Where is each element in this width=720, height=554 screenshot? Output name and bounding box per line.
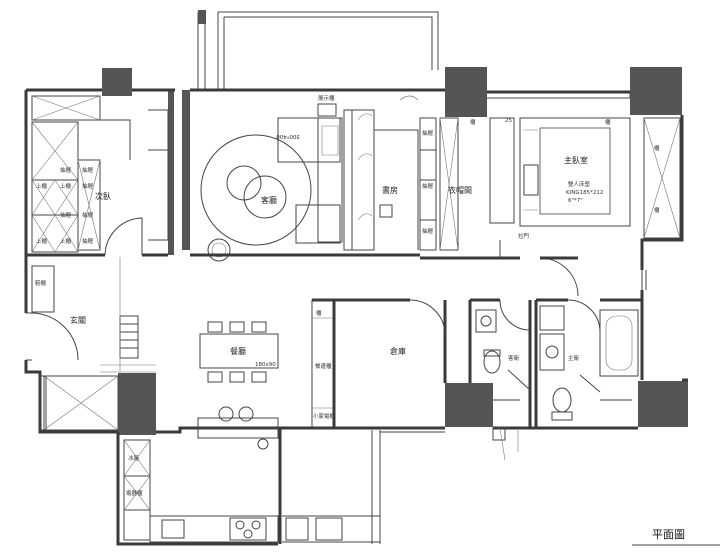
svg-text:上櫃: 上櫃 bbox=[36, 182, 48, 190]
svg-text:抽屜: 抽屜 bbox=[82, 182, 94, 190]
room-label-closet: 衣帽間 bbox=[448, 185, 472, 195]
bed-note-3: 6"*7" bbox=[568, 198, 583, 204]
entrance: 鞋櫃 玄關 bbox=[26, 265, 156, 431]
svg-text:櫃: 櫃 bbox=[654, 206, 660, 214]
dining-size-label: 180x90 bbox=[255, 362, 276, 368]
living-room: 300*400 客廳 展示櫃 bbox=[190, 94, 353, 262]
room-label-entrance: 玄關 bbox=[70, 315, 86, 325]
room-label-study: 書房 bbox=[382, 185, 398, 195]
kitchen: 冰箱 電器櫃 bbox=[123, 427, 519, 544]
svg-text:25: 25 bbox=[505, 118, 512, 124]
plan-title: 平面圖 bbox=[652, 528, 685, 541]
tv-size-label: 300*400 bbox=[276, 133, 300, 139]
dining-room: 餐廳 180x90 bbox=[197, 321, 279, 450]
svg-text:餐邊櫃: 餐邊櫃 bbox=[315, 362, 332, 370]
bed-note-1: 雙人床墊 bbox=[568, 180, 591, 188]
svg-text:拉門: 拉門 bbox=[518, 232, 530, 240]
structural-columns bbox=[102, 67, 688, 435]
svg-text:抽屜: 抽屜 bbox=[422, 182, 434, 190]
outer-walls bbox=[24, 88, 688, 546]
guest-bath: 客衛 bbox=[468, 298, 532, 441]
svg-text:鞋櫃: 鞋櫃 bbox=[35, 279, 47, 287]
room-label-dining: 餐廳 bbox=[230, 346, 246, 356]
svg-text:電器櫃: 電器櫃 bbox=[126, 489, 143, 497]
balcony bbox=[197, 10, 439, 90]
svg-text:展示櫃: 展示櫃 bbox=[318, 94, 335, 102]
study: 書房 bbox=[350, 95, 420, 257]
svg-text:冰箱: 冰箱 bbox=[128, 454, 140, 462]
master-bath: 主衛 bbox=[534, 298, 642, 428]
svg-text:櫃: 櫃 bbox=[470, 118, 476, 126]
svg-text:抽屜: 抽屜 bbox=[82, 166, 94, 174]
svg-text:抽屜: 抽屜 bbox=[60, 166, 72, 174]
svg-text:抽屜: 抽屜 bbox=[60, 211, 72, 219]
closet: 衣帽間 抽屜 抽屜 抽屜 bbox=[419, 117, 520, 260]
svg-text:抽屜: 抽屜 bbox=[82, 211, 94, 219]
center-cabinets bbox=[119, 257, 139, 372]
svg-text:小家電櫃: 小家電櫃 bbox=[313, 412, 336, 420]
svg-text:抽屜: 抽屜 bbox=[422, 227, 434, 235]
svg-text:櫃: 櫃 bbox=[654, 144, 660, 152]
svg-text:抽屜: 抽屜 bbox=[82, 237, 94, 245]
svg-text:上櫃: 上櫃 bbox=[60, 237, 72, 245]
master-bedroom: 主臥室 雙人床墊 KING185*212 6"*7" 櫃 櫃 25 櫃 櫃 拉門 bbox=[470, 117, 681, 297]
svg-text:上櫃: 上櫃 bbox=[36, 237, 48, 245]
room-label-storage: 倉庫 bbox=[390, 346, 406, 356]
sideboard: 櫃 餐邊櫃 小家電櫃 bbox=[311, 298, 410, 429]
room-label-guest-bath: 客衛 bbox=[508, 354, 520, 362]
second-bedroom: 次臥 上櫃 上櫃 抽屜 上櫃 上櫃 抽屜 抽屜 抽屜 抽屜 抽屜 bbox=[26, 95, 169, 257]
svg-text:櫃: 櫃 bbox=[605, 118, 611, 126]
storage-room: 倉庫 bbox=[332, 299, 447, 428]
room-label-living: 客廳 bbox=[261, 195, 277, 205]
room-label-second-bedroom: 次臥 bbox=[95, 191, 111, 201]
windows bbox=[380, 92, 647, 433]
bed-note-2: KING185*212 bbox=[566, 190, 603, 196]
room-label-master-bath: 主衛 bbox=[568, 354, 580, 362]
svg-text:抽屜: 抽屜 bbox=[422, 129, 434, 137]
svg-text:上櫃: 上櫃 bbox=[60, 182, 72, 190]
svg-text:櫃: 櫃 bbox=[316, 309, 322, 317]
room-label-master-bedroom: 主臥室 bbox=[564, 155, 588, 165]
